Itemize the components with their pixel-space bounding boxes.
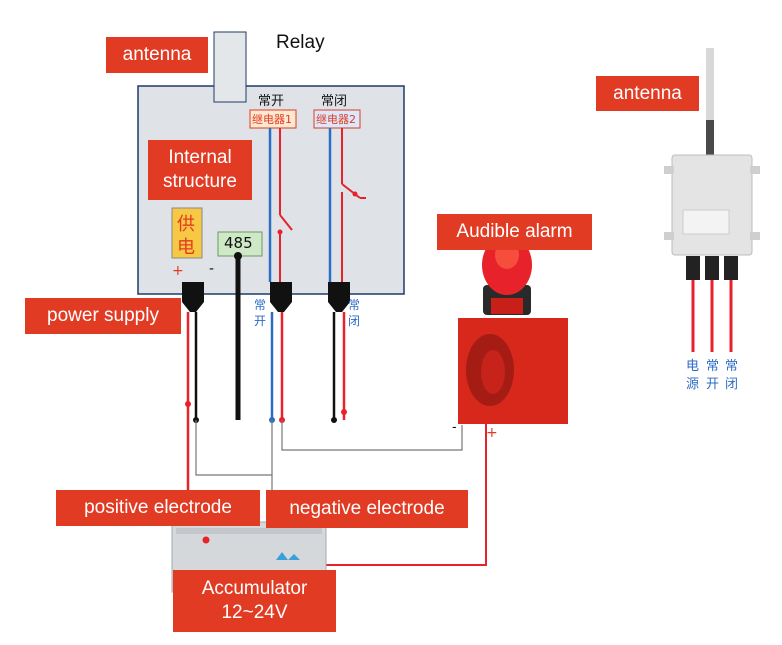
- node-1: [185, 401, 191, 407]
- rs485-label: 485: [224, 234, 253, 252]
- device-label-3a: 常: [725, 359, 739, 374]
- relay1-switch: [279, 214, 293, 231]
- device-mount-4: [750, 232, 760, 240]
- audible-alarm-tag: Audible alarm: [437, 214, 592, 250]
- accumulator-line-2: 12~24V: [221, 602, 288, 623]
- device-nameplate: [682, 209, 730, 235]
- power-supply-tag: power supply: [25, 298, 181, 334]
- alarm-horn-inner: [481, 350, 505, 394]
- power-minus: -: [209, 261, 215, 277]
- power-plus: +: [172, 263, 184, 279]
- alarm-minus: -: [452, 420, 457, 435]
- relay2-label: 继电器2: [316, 113, 356, 126]
- relay2-contact: [352, 191, 358, 197]
- device-label-3b: 闭: [725, 377, 739, 392]
- device-label-2b: 开: [706, 377, 720, 392]
- device-antenna-base: [706, 120, 714, 156]
- rs485-block: [217, 231, 263, 257]
- relay2-switch: [341, 183, 361, 199]
- relay1-label: 继电器1: [252, 113, 292, 126]
- positive-electrode-tag: positive electrode: [56, 490, 260, 526]
- antenna-left-tag: antenna: [106, 37, 208, 73]
- battery-lid: [176, 528, 322, 534]
- relay-antenna: [213, 31, 247, 103]
- device-gland-2: [705, 256, 719, 280]
- no-header: 常开: [258, 94, 285, 109]
- power-char-2: 电: [177, 237, 195, 258]
- accumulator-tag: Accumulator 12~24V: [173, 570, 336, 632]
- alarm-plus: +: [486, 425, 498, 441]
- relay-title: Relay: [276, 32, 325, 53]
- power-char-1: 供: [177, 214, 195, 235]
- device-mount-2: [750, 166, 760, 174]
- no-terminal: [270, 282, 292, 312]
- antenna-right-tag: antenna: [596, 76, 699, 111]
- accumulator-line-1: Accumulator: [201, 578, 308, 600]
- relay1-contact: [277, 229, 283, 235]
- relay1-label-box: [249, 109, 297, 129]
- device-label-1b: 源: [686, 377, 700, 392]
- device-gland-3: [724, 256, 738, 280]
- power-supply-block: [171, 207, 203, 259]
- power-terminal: [182, 282, 204, 312]
- nc-terminal: [328, 282, 350, 312]
- rs485-wire-top: [234, 252, 242, 260]
- device-enclosure: [671, 154, 753, 256]
- no-term-1: 常: [254, 298, 267, 312]
- nc-term-1: 常: [348, 298, 361, 312]
- node-5: [331, 417, 337, 423]
- device-label-2a: 常: [706, 359, 720, 374]
- battery-terminal: [202, 536, 210, 544]
- alarm-neck: [491, 298, 523, 314]
- nc-header: 常闭: [321, 94, 348, 109]
- node-6: [341, 409, 347, 415]
- device-label-1a: 电: [686, 359, 700, 374]
- device-mount-3: [664, 232, 674, 240]
- device-mount-1: [664, 166, 674, 174]
- device-gland-1: [686, 256, 700, 280]
- no-term-2: 开: [254, 314, 267, 328]
- internal-structure-tag: Internal structure: [148, 140, 252, 200]
- negative-electrode-tag: negative electrode: [266, 490, 468, 528]
- nc-term-2: 闭: [348, 314, 361, 328]
- negative-link: [195, 420, 273, 476]
- alarm-negative-link: [281, 420, 463, 451]
- relay2-label-box: [313, 109, 361, 129]
- battery-logo: [276, 552, 300, 560]
